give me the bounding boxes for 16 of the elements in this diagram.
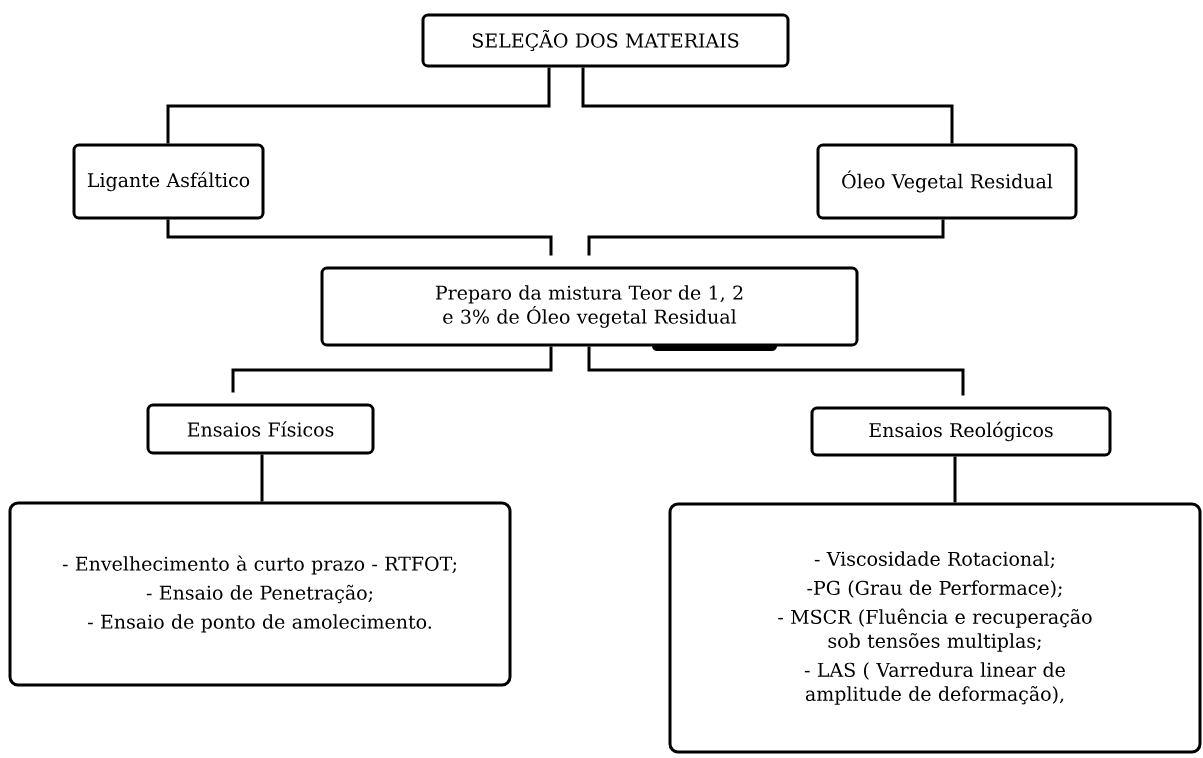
process-box: Ensaios Reológicos <box>810 406 1112 457</box>
connector-line <box>587 346 965 396</box>
connector-line <box>260 454 264 502</box>
process-box: SELEÇÃO DOS MATERIAIS <box>421 13 790 68</box>
process-box: Óleo Vegetal Residual <box>816 143 1078 220</box>
process-box: Ligante Asfáltico <box>72 143 265 220</box>
connector-line <box>166 67 551 144</box>
connector-line <box>231 346 553 393</box>
list-box: - Viscosidade Rotacional; -PG (Grau de Performace); - MSCR (Fluência e recuperação sob tensões multiplas; - LAS ( Varredura linear de amplitude de deformação), <box>668 502 1202 754</box>
connector-line <box>581 67 954 144</box>
connector-line <box>587 219 945 256</box>
process-box: Ensaios Físicos <box>146 403 375 455</box>
connector-line <box>166 219 553 256</box>
list-box: - Envelhecimento à curto prazo - RTFOT; - Ensaio de Penetração; - Ensaio de ponto de amolecimento. <box>8 501 512 687</box>
process-box: Preparo da mistura Teor de 1, 2 e 3% de Óleo vegetal Residual <box>320 266 859 347</box>
connector-line <box>953 456 957 503</box>
